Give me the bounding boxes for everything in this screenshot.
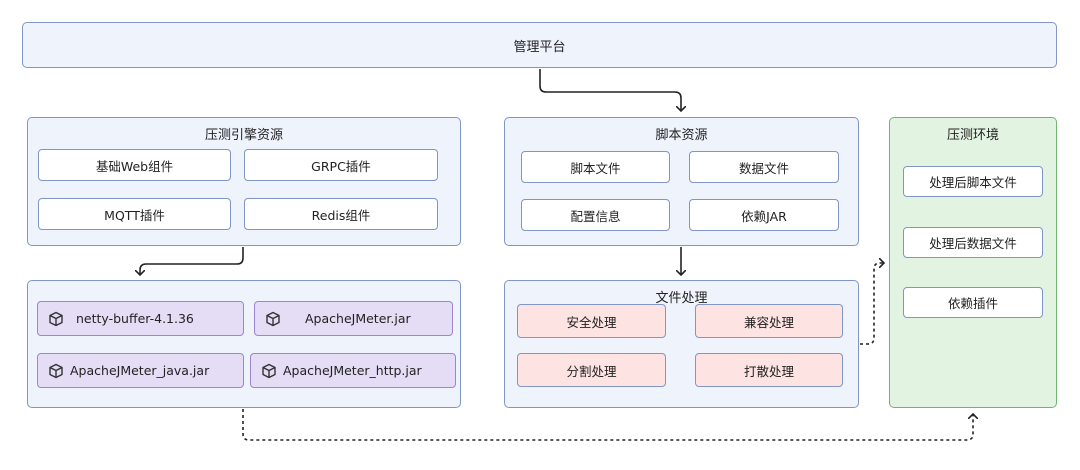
jar-item-jmeter: ApacheJMeter.jar [254, 301, 453, 336]
process-item-scatter: 打散处理 [695, 353, 843, 387]
jar-item-label: ApacheJMeter_http.jar [283, 363, 422, 378]
jar-box: netty-buffer-4.1.36 ApacheJMeter.jar Apa… [27, 280, 461, 408]
engine-resources-title: 压测引擎资源 [204, 128, 283, 143]
jar-item-label: ApacheJMeter.jar [305, 311, 411, 326]
engine-item-redis: Redis组件 [244, 198, 438, 230]
file-processing-box: 文件处理 安全处理 兼容处理 分割处理 打散处理 [504, 280, 859, 408]
file-processing-title: 文件处理 [655, 291, 708, 306]
jar-item-label: netty-buffer-4.1.36 [76, 311, 194, 326]
package-icon [266, 311, 280, 326]
arrow-platform-to-script [539, 69, 681, 111]
jar-item-jmeter-java: ApacheJMeter_java.jar [37, 353, 244, 388]
arrow-engine-to-jars [140, 247, 244, 275]
arrow-processing-to-env [860, 263, 884, 345]
script-resources-title: 脚本资源 [655, 128, 708, 143]
engine-item-mqtt: MQTT插件 [38, 198, 231, 230]
engine-resources-box: 压测引擎资源 基础Web组件 GRPC插件 MQTT插件 Redis组件 [27, 117, 461, 246]
engine-item-grpc: GRPC插件 [244, 149, 438, 181]
script-item-data-file: 数据文件 [689, 151, 839, 183]
env-item-scripts: 处理后脚本文件 [903, 166, 1043, 197]
package-icon [262, 363, 276, 378]
env-item-plugins: 依赖插件 [903, 287, 1043, 318]
process-item-split: 分割处理 [517, 353, 666, 387]
arrow-jars-to-env [242, 409, 973, 441]
test-environment-title: 压测环境 [946, 128, 999, 143]
script-resources-box: 脚本资源 脚本文件 数据文件 配置信息 依赖JAR [504, 117, 859, 246]
script-item-script-file: 脚本文件 [521, 151, 670, 183]
package-icon [49, 363, 63, 378]
test-environment-box: 压测环境 处理后脚本文件 处理后数据文件 依赖插件 [889, 117, 1057, 408]
platform-label: 管理平台 [513, 39, 566, 55]
jar-item-netty: netty-buffer-4.1.36 [37, 301, 244, 336]
process-item-compat: 兼容处理 [695, 304, 843, 338]
script-item-jar: 依赖JAR [689, 199, 839, 231]
platform-box: 管理平台 [22, 22, 1057, 68]
jar-item-label: ApacheJMeter_java.jar [70, 363, 210, 378]
process-item-security: 安全处理 [517, 304, 666, 338]
package-icon [49, 311, 63, 326]
env-item-data: 处理后数据文件 [903, 227, 1043, 258]
engine-item-web: 基础Web组件 [38, 149, 231, 181]
script-item-config: 配置信息 [521, 199, 670, 231]
jar-item-jmeter-http: ApacheJMeter_http.jar [250, 353, 456, 388]
